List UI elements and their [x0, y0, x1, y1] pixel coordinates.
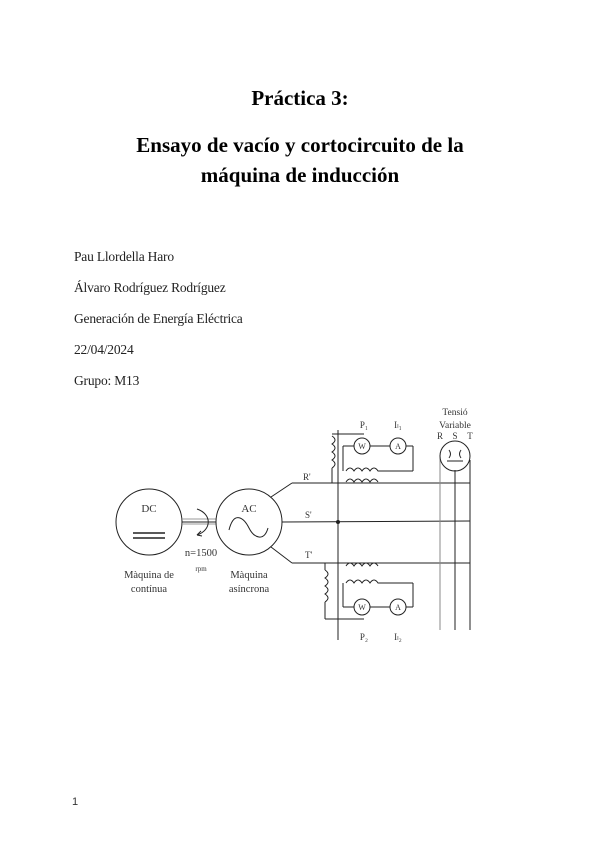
phase-t-label: T — [467, 431, 473, 441]
ac-machine-label-2: asíncrona — [229, 584, 270, 595]
il1-label: Iₗ₁ — [394, 420, 402, 430]
wattmeter-top-symbol: W — [358, 442, 366, 451]
wattmeter-bottom-symbol: W — [358, 603, 366, 612]
dc-symbol-label: DC — [141, 503, 156, 515]
practice-title: Práctica 3: — [251, 86, 349, 110]
rotation-arrow-icon — [196, 508, 209, 536]
group: Grupo: M13 — [74, 373, 140, 388]
line-t-label: T' — [305, 550, 312, 560]
ac-machine-label-1: Màquina — [230, 570, 268, 581]
ammeter-top-symbol: A — [395, 442, 401, 451]
line-r-label: R' — [303, 472, 311, 482]
p2-label: P₂ — [360, 632, 368, 642]
ac-symbol-label: AC — [241, 503, 256, 515]
source-label-1: Tensió — [442, 408, 467, 418]
speed-value: n=1500 — [185, 548, 217, 559]
author-2: Álvaro Rodríguez Rodríguez — [74, 280, 226, 295]
subtitle-line-1: Ensayo de vacío y cortocircuito de la — [136, 133, 464, 157]
dc-machine-symbol — [115, 488, 183, 556]
author-1: Pau Llordella Haro — [74, 249, 174, 264]
il2-label: Iₗ₂ — [394, 632, 402, 642]
variable-source-symbol — [439, 440, 471, 472]
subject: Generación de Energía Eléctrica — [74, 311, 243, 326]
p1-label: P₁ — [360, 420, 368, 430]
document-subtitle: Ensayo de vacío y cortocircuito de la má… — [0, 130, 600, 190]
dc-machine-label-2: contínua — [131, 584, 167, 595]
subtitle-line-2: máquina de inducción — [200, 163, 400, 187]
page-number: 1 — [72, 796, 79, 808]
phase-r-label: R — [437, 431, 443, 441]
source-label-2: Variable — [439, 421, 471, 431]
dc-machine-label-1: Màquina de — [124, 570, 174, 581]
ammeter-bottom-symbol: A — [395, 603, 401, 612]
line-s-label: S' — [305, 510, 312, 520]
phase-s-label: S — [452, 431, 457, 441]
date: 22/04/2024 — [74, 342, 134, 357]
ac-machine-symbol — [215, 488, 283, 556]
speed-unit: rpm — [195, 565, 207, 573]
